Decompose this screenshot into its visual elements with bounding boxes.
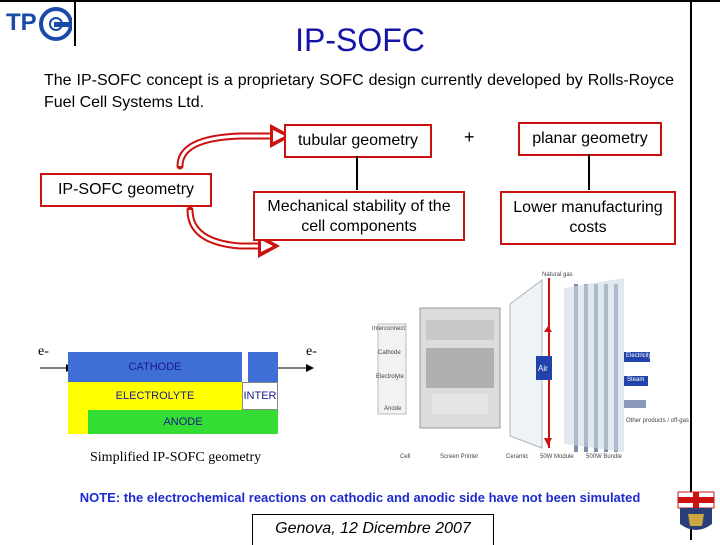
ip-sofc-photo-illustration: Natural gas Interconnect Cathode Electro… (360, 268, 690, 464)
air-label: Air (538, 364, 548, 373)
screen-printer-label: Screen Printer (440, 454, 478, 460)
other-products-label: Other products / off-gas (626, 418, 689, 424)
electrolyte-photo-label: Electrolyte (376, 374, 404, 380)
frame-top-line (0, 0, 720, 2)
ip-sofc-geometry-box: IP-SOFC geometry (40, 173, 212, 207)
interconnect-label: Interconnect (372, 326, 405, 332)
natural-gas-label: Natural gas (542, 272, 573, 278)
planar-geometry-box: planar geometry (518, 122, 662, 156)
cell-diagram: CATHODE ELECTROLYTE INTER ANODE (68, 352, 280, 434)
page-title: IP-SOFC (0, 22, 720, 59)
anode-layer: ANODE (88, 410, 278, 434)
steam-label: Steam (627, 377, 644, 383)
electrolyte-base (68, 410, 88, 434)
ceramic-label: Ceramic (506, 454, 528, 460)
footer-date: Genova, 12 Dicembre 2007 (252, 514, 494, 545)
connector-planar (588, 154, 590, 190)
intro-text: The IP-SOFC concept is a proprietary SOF… (44, 70, 674, 114)
module-label: 50W Module (540, 454, 574, 460)
lower-costs-box: Lower manufacturing costs (500, 191, 676, 245)
cell-label: Cell (400, 454, 410, 460)
mechanical-stability-box: Mechanical stability of the cell compone… (253, 191, 465, 241)
electrolyte-layer: ELECTROLYTE (68, 382, 242, 410)
coat-of-arms-icon (676, 490, 716, 536)
electricity-label: Electricity (626, 353, 652, 359)
plus-sign: + (464, 127, 475, 148)
note-text: NOTE: the electrochemical reactions on c… (0, 490, 720, 505)
frame-right-line (690, 0, 692, 540)
interconnect-layer: INTER (242, 382, 278, 410)
connector-tubular (356, 156, 358, 190)
bundle-label: 500W Bundle (586, 454, 622, 460)
tubular-geometry-box: tubular geometry (284, 124, 432, 158)
cathode-photo-label: Cathode (378, 350, 401, 356)
cathode-right-block (248, 352, 278, 382)
anode-photo-label: Anode (384, 406, 401, 412)
diagram-caption: Simplified IP-SOFC geometry (90, 450, 261, 466)
cathode-layer: CATHODE (68, 352, 242, 382)
